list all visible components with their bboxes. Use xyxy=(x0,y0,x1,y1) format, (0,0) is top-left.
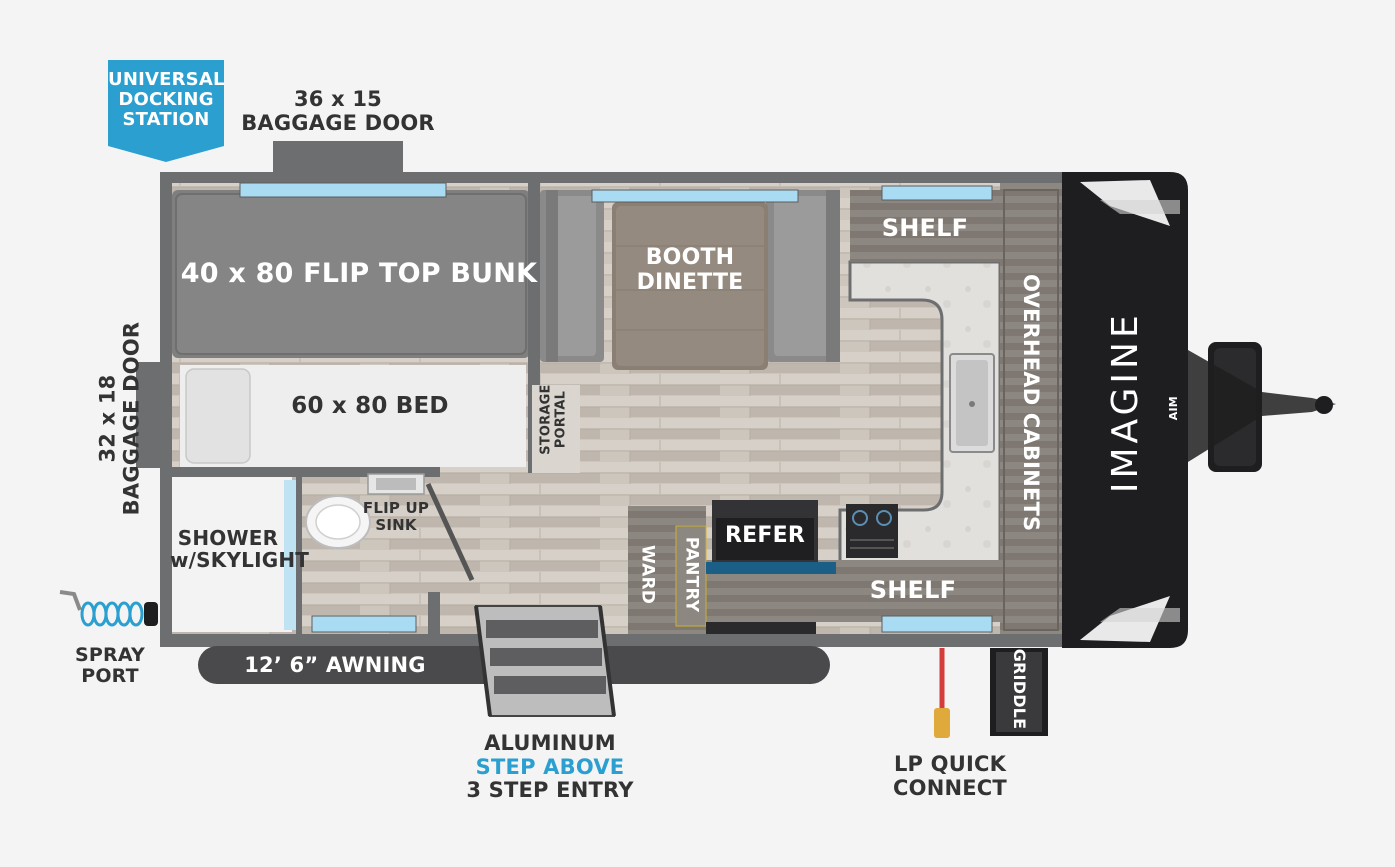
ward-label: WARD xyxy=(637,544,658,605)
baggage-door-left-label: 32 x 18 BAGGAGE DOOR xyxy=(95,321,143,516)
step-entry-label: ALUMINUM STEP ABOVE 3 STEP ENTRY xyxy=(466,731,634,803)
shower xyxy=(172,477,292,632)
baggage-door-top-label: 36 x 15 BAGGAGE DOOR xyxy=(241,87,435,135)
pantry-label: PANTRY xyxy=(681,536,702,613)
brand-series: AIM xyxy=(1166,396,1180,421)
bed-label: 60 x 80 BED xyxy=(291,393,449,419)
lp-quick-connect-label: LP QUICK CONNECT xyxy=(893,752,1007,800)
shelf-bottom-label: SHELF xyxy=(869,576,957,604)
overhead-cabinets xyxy=(1000,183,1062,634)
storage-portal xyxy=(532,385,580,473)
sink-label: FLIP UP SINK xyxy=(362,499,430,534)
bunk-label: 40 x 80 FLIP TOP BUNK xyxy=(180,258,538,289)
shelf-top xyxy=(850,190,1000,262)
storage-portal-label: STORAGE PORTAL xyxy=(538,384,568,455)
window-bunk xyxy=(239,182,447,198)
window-kitchen-top xyxy=(881,185,993,201)
brand-model: IMAGINE xyxy=(1104,311,1146,494)
spray-hose xyxy=(59,590,144,627)
left-baggage-door xyxy=(136,362,160,468)
lp-fitting xyxy=(934,708,950,738)
griddle-label: GRIDDLE xyxy=(1009,648,1029,730)
docking-station-tag xyxy=(108,60,224,162)
refer-label: REFER xyxy=(725,523,805,548)
tongue xyxy=(1188,350,1336,462)
cooktop xyxy=(846,504,898,558)
window-bath xyxy=(311,615,417,633)
spray-port-label: SPRAY PORT xyxy=(75,644,145,688)
dinette-label: BOOTH DINETTE xyxy=(636,245,744,295)
front-cap xyxy=(1062,172,1188,648)
top-baggage-door xyxy=(273,141,403,175)
awning-label: 12’ 6” AWNING xyxy=(244,653,426,677)
shower-label: SHOWER w/SKYLIGHT xyxy=(170,526,310,573)
overhead-cabinets-label: OVERHEAD CABINETS xyxy=(1018,274,1043,532)
shelf-top-label: SHELF xyxy=(881,214,969,242)
docking-station-label: UNIVERSAL DOCKING STATION xyxy=(108,69,225,131)
window-dinette xyxy=(591,189,799,203)
window-kitchen-bottom xyxy=(881,615,993,633)
